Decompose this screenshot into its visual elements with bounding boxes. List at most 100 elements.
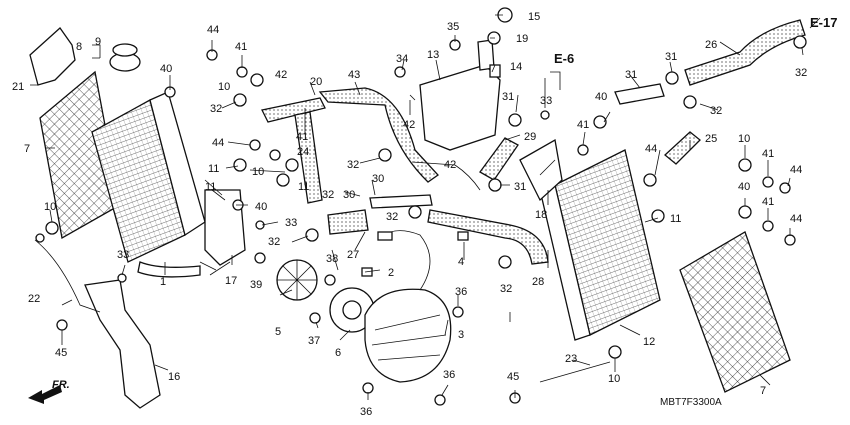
nut-10-left [45, 221, 59, 235]
label-28: 28 [532, 276, 544, 288]
label-31-d: 32 [795, 67, 807, 79]
label-8: 8 [76, 41, 82, 53]
label-10-right-low: 10 [608, 373, 620, 385]
label-41-mid: 41 [296, 131, 308, 143]
diagram-code: MBT7F3300A [660, 397, 722, 408]
label-10-right-a: 10 [738, 133, 750, 145]
label-15: 15 [528, 11, 540, 23]
leader-lines [30, 14, 804, 400]
label-10-mid: 10 [252, 166, 264, 178]
label-9: 9 [95, 36, 101, 48]
washer-41-b [269, 149, 281, 161]
label-10-top: 10 [218, 81, 230, 93]
bolt-33-c [540, 110, 550, 120]
left-stay-rod [34, 239, 101, 313]
grommet-11-c [593, 115, 607, 129]
label-12-small: 30 [343, 189, 355, 201]
label-25: 25 [705, 133, 717, 145]
fan-blades [277, 260, 317, 300]
label-31-c: 31 [665, 51, 677, 63]
label-35: 35 [447, 21, 459, 33]
label-32-a: 32 [210, 103, 222, 115]
label-40-right: 41 [577, 119, 589, 131]
label-5: 5 [275, 326, 281, 338]
label-43: 43 [348, 69, 360, 81]
label-16: 16 [168, 371, 180, 383]
callout-labels: 21 7 8 9 40 44 41 10 42 20 43 32 44 41 2… [12, 11, 837, 418]
clamp-31-d [793, 35, 807, 49]
washer-41-c [762, 176, 774, 188]
label-7-right: 7 [760, 385, 766, 397]
label-14: 14 [510, 61, 522, 73]
label-44-right-b: 44 [790, 213, 802, 225]
label-4: 4 [458, 256, 464, 268]
label-41-top: 41 [235, 41, 247, 53]
label-31-b: 31 [514, 181, 526, 193]
label-45-left: 45 [55, 347, 67, 359]
clamp-31-c [665, 71, 679, 85]
label-7-left: 7 [24, 143, 30, 155]
label-12: 12 [643, 336, 655, 348]
nut-10-right-lower [608, 345, 622, 359]
ref-arrow-e6 [550, 71, 561, 90]
hose-24 [261, 97, 326, 123]
label-38: 38 [326, 253, 338, 265]
right-stay-rod [539, 361, 611, 383]
label-23: 23 [565, 353, 577, 365]
stay-bolt-top [35, 233, 45, 243]
label-32-e: 32 [386, 211, 398, 223]
collar-10-a [250, 73, 264, 87]
bolt-36-c [434, 394, 446, 406]
clamp-32-f [683, 95, 697, 109]
radiator-cap-top [112, 43, 138, 57]
label-10-left: 10 [44, 201, 56, 213]
label-21: 21 [12, 81, 24, 93]
label-36-c: 36 [443, 369, 455, 381]
label-32-d: 32 [347, 159, 359, 171]
label-40-mid: 40 [255, 201, 267, 213]
label-32-b: 32 [268, 236, 280, 248]
left-radiator-cover-bracket [29, 27, 76, 86]
label-32-g: 32 [710, 105, 722, 117]
bolt-44-c [779, 182, 791, 194]
bolt-34 [394, 66, 406, 78]
collar-10-c [738, 158, 752, 172]
label-11-right: 40 [595, 91, 607, 103]
clamp-32-c [305, 228, 319, 242]
label-11-a: 11 [208, 163, 219, 175]
grommet-11-a [233, 158, 247, 172]
bolt-40-c [577, 144, 589, 156]
label-32-h: 44 [645, 143, 657, 155]
hose-43 [318, 87, 439, 183]
label-20: 20 [310, 76, 322, 88]
front-direction-arrow [28, 385, 62, 404]
label-13: 13 [427, 49, 439, 61]
label-26: 26 [705, 39, 717, 51]
bracket-lines [199, 179, 231, 276]
grommet-11-b [276, 173, 290, 187]
label-36-a: 36 [455, 286, 467, 298]
right-bracket-plate [519, 138, 563, 202]
label-27: 27 [347, 249, 359, 261]
bolt-36-a [452, 306, 464, 318]
ref-e17-label: E-17 [810, 15, 837, 30]
label-30-c: 30 [372, 173, 384, 185]
label-6: 6 [335, 347, 341, 359]
bolt-33-left [117, 273, 127, 283]
label-2: 2 [388, 267, 394, 279]
bolt-37 [309, 312, 321, 324]
label-32-f: 32 [500, 283, 512, 295]
clamp-32-b [378, 148, 392, 162]
label-22: 22 [28, 293, 40, 305]
washer-41-a [236, 66, 248, 78]
collar-10-d [738, 205, 752, 219]
bolt-44-d [784, 234, 796, 246]
label-42-low: 42 [444, 159, 456, 171]
hose-26 [684, 19, 806, 86]
ref-e6-label: E-6 [554, 51, 574, 66]
hose-25 [664, 131, 701, 165]
fan-shroud-3 [364, 288, 452, 383]
clip-4 [457, 231, 469, 241]
front-direction-label: FR. [52, 379, 70, 391]
